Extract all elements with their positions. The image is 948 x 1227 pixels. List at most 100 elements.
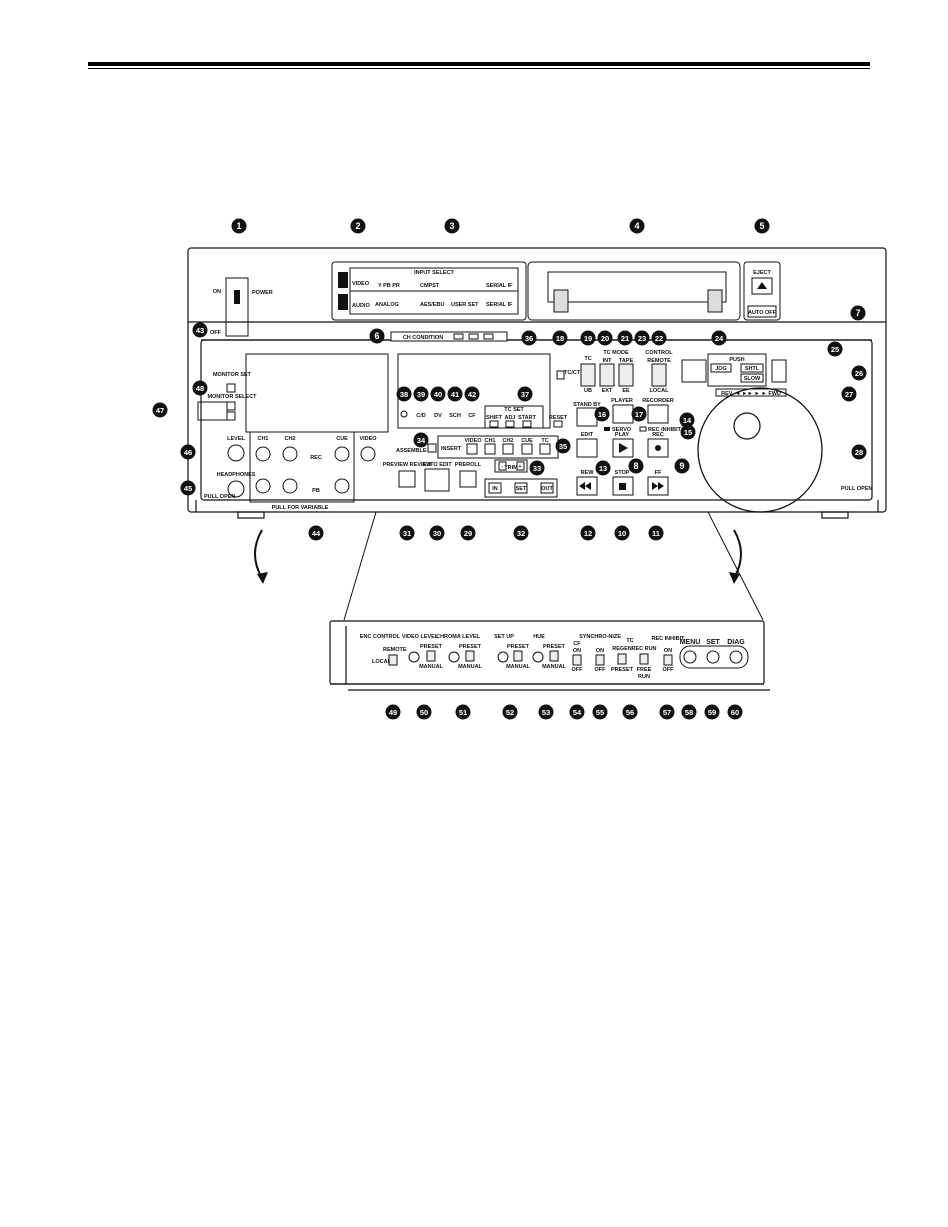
level-knob[interactable] xyxy=(227,444,245,462)
chroma-preset-label: PRESET xyxy=(459,644,482,650)
trim-plus-button[interactable] xyxy=(516,461,525,471)
ch2-pb-knob[interactable] xyxy=(282,478,298,494)
pull-open-left-label: PULL OPEN xyxy=(204,494,235,500)
set-up-manual-label: MANUAL xyxy=(506,664,530,670)
callout-2: 2 xyxy=(350,218,366,234)
preview-review-button[interactable] xyxy=(398,470,416,488)
eject-button[interactable] xyxy=(751,277,773,295)
callout-number: 9 xyxy=(679,461,684,471)
start-button[interactable] xyxy=(522,420,532,428)
callout-50: 50 xyxy=(416,704,432,720)
set-sub-button[interactable] xyxy=(706,650,720,664)
insert-ch2-button[interactable] xyxy=(502,443,514,455)
trim-minus-button[interactable] xyxy=(498,461,507,471)
ch1-pb-knob[interactable] xyxy=(255,478,271,494)
jog-shuttle-button[interactable] xyxy=(681,359,707,383)
adj-label: ADJ xyxy=(504,415,515,421)
rec-run-label: REC RUN xyxy=(631,646,656,652)
callout-number: 8 xyxy=(633,461,638,471)
monitor-set-label: MONITOR SET xyxy=(213,372,252,378)
set-up-knob[interactable] xyxy=(497,651,509,663)
run-label: RUN xyxy=(638,674,650,680)
diag-button[interactable] xyxy=(729,650,743,664)
assemble-button[interactable] xyxy=(427,443,437,453)
video-label: VIDEO xyxy=(352,281,370,287)
cue-pb-knob[interactable] xyxy=(334,478,350,494)
tc-set-label: TC SET xyxy=(504,407,524,413)
audio-select-button[interactable] xyxy=(338,294,348,310)
ch1-rec-knob[interactable] xyxy=(255,446,271,462)
player-button[interactable] xyxy=(612,404,634,424)
headphones-jack[interactable] xyxy=(227,480,245,498)
insert-tc-button[interactable] xyxy=(539,443,551,455)
stand-by-button[interactable] xyxy=(576,407,598,427)
play-button[interactable] xyxy=(612,438,634,458)
stop-label: STOP xyxy=(615,470,630,476)
out-label: OUT xyxy=(541,486,553,492)
insert-video-button[interactable] xyxy=(466,443,478,455)
jog-dial[interactable] xyxy=(697,387,823,513)
menu-button[interactable] xyxy=(683,650,697,664)
callout-number: 42 xyxy=(468,390,476,399)
monitor-set-button[interactable] xyxy=(226,383,236,393)
auto-edit-button[interactable] xyxy=(424,468,450,492)
edit-label: EDIT xyxy=(581,432,594,438)
video-level-switch[interactable] xyxy=(426,650,436,662)
callout-55: 55 xyxy=(592,704,608,720)
chroma-level-knob[interactable] xyxy=(448,651,460,663)
shuttle-lever[interactable] xyxy=(771,359,787,383)
insert-ch1-button[interactable] xyxy=(484,443,496,455)
tc-sub-label: TC xyxy=(626,638,633,644)
monitor-select-button-1[interactable] xyxy=(226,401,236,411)
power-switch[interactable] xyxy=(225,277,249,337)
set-up-switch[interactable] xyxy=(513,650,523,662)
shift-button[interactable] xyxy=(489,420,499,428)
callout-badge xyxy=(631,406,647,422)
rew-button[interactable] xyxy=(576,476,598,496)
hue-switch[interactable] xyxy=(549,650,559,662)
recorder-button[interactable] xyxy=(647,404,669,424)
insert-cue-button[interactable] xyxy=(521,443,533,455)
in-button[interactable] xyxy=(488,482,502,494)
ch2-rec-knob[interactable] xyxy=(282,446,298,462)
servo-label: SERVO xyxy=(612,427,632,433)
rec-run-switch[interactable] xyxy=(639,653,649,665)
adj-button[interactable] xyxy=(505,420,515,428)
out-button[interactable] xyxy=(540,482,554,494)
jog-label: JOG xyxy=(715,366,727,372)
set-button[interactable] xyxy=(514,482,528,494)
insert-opt-video: VIDEO xyxy=(464,438,482,444)
rec-inhibit-switch[interactable] xyxy=(663,654,673,666)
edit-button[interactable] xyxy=(576,438,598,458)
reset-button[interactable] xyxy=(553,420,563,428)
stop-button[interactable] xyxy=(612,476,634,496)
auto-off-button[interactable] xyxy=(747,305,777,318)
regen-switch[interactable] xyxy=(617,653,627,665)
rec-inhibit-off-label: OFF xyxy=(663,667,675,673)
cf-switch[interactable] xyxy=(572,654,582,666)
control-label: CONTROL xyxy=(645,350,673,356)
callout-32: 32 xyxy=(513,525,529,541)
video-rec-knob[interactable] xyxy=(360,446,376,462)
synchronize-switch[interactable] xyxy=(595,654,605,666)
chroma-level-switch[interactable] xyxy=(465,650,475,662)
monitor-select-button-2[interactable] xyxy=(226,411,236,421)
tcctl-button[interactable] xyxy=(556,370,565,380)
cf-label: CF xyxy=(468,413,476,419)
video-select-button[interactable] xyxy=(338,272,348,288)
tc-mode-label: TC MODE xyxy=(603,350,629,356)
callout-46: 46 xyxy=(180,444,196,460)
cue-rec-knob[interactable] xyxy=(334,446,350,462)
callout-60: 60 xyxy=(727,704,743,720)
rec-button[interactable] xyxy=(647,438,669,458)
callout-badge xyxy=(622,704,638,720)
ff-button[interactable] xyxy=(647,476,669,496)
sub-panel-perspective-left xyxy=(343,511,377,621)
video-level-knob[interactable] xyxy=(408,651,420,663)
callout-number: 3 xyxy=(449,221,454,231)
hue-knob[interactable] xyxy=(532,651,544,663)
callout-badge xyxy=(674,458,690,474)
enc-control-switch[interactable] xyxy=(388,654,398,666)
preroll-button[interactable] xyxy=(459,470,477,488)
callout-17: 17 xyxy=(631,406,647,422)
